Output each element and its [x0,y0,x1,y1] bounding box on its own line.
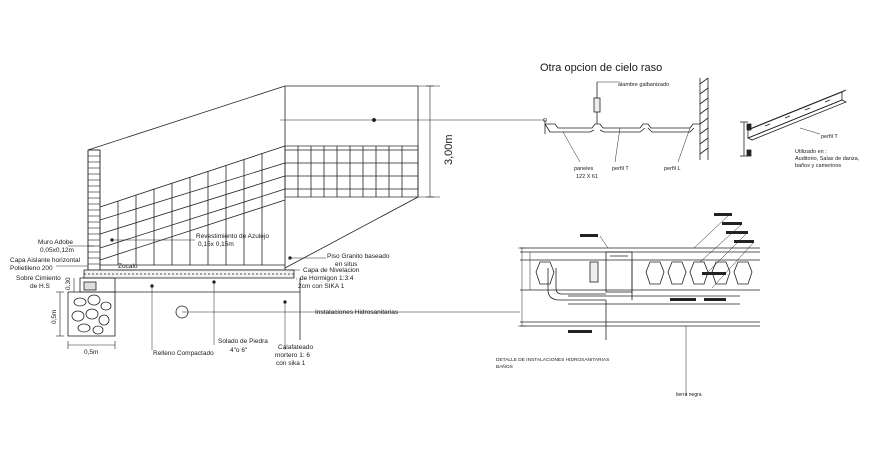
utilizado-3-label: baños y camerinos [795,163,841,169]
adobe-wall [87,149,101,271]
muro-dim-label: 0,05x0,12m [40,247,74,254]
piso-granito-2-label: en situs [335,261,358,268]
capa-nivelacion-2-label: de Hormigon 1:3:4 [300,275,354,282]
left-leaders [56,117,548,350]
hs-label: de H.S [30,283,51,290]
floor-section [67,269,400,340]
utilizado-label: Utilizado en : [795,149,827,155]
polietileno-label: Polietileno 200 [10,265,53,272]
sobre-cimiento-label: Sobre Cimiento [16,275,61,282]
instalaciones-label: Instalaciones Hidrosanitarias [315,309,399,316]
t-profile-3d [740,89,847,157]
zocalo-label: Zocalo [118,263,138,270]
hydro-section [400,213,760,395]
relleno-label: Relleno Compactado [153,350,214,357]
ceiling-title: Otra opcion de cielo raso [540,62,662,74]
solado-label: Solado de Piedra [218,338,268,345]
height-dimension-label: 3,00m [443,134,455,165]
dim-30-label: 0,30 [65,277,72,290]
dim-5m-vertical-label: 0,5m [51,310,58,324]
capa-nivelacion-label: Capa de Nivelacion [303,267,360,274]
tierra-negra-label: tierra negra [676,392,702,398]
capa-aislante-label: Capa Aislante horizontal [10,257,81,264]
revestimiento-dim-label: 0,15x 0,15m [198,241,234,248]
capa-nivelacion-3-label: 2cm con SIKA 1 [298,283,345,290]
hydro-caption: DETALLE DE INSTALACIONES HIDROSANITARIAS [496,357,609,363]
revestimiento-label: Revestimiento de Azulejo [196,233,269,240]
calafateado-2-label: mortero 1: 6 [275,352,310,359]
left-labels: 3,00m Muro Adobe 0,05x0,12m Capa Aislant… [10,134,455,367]
perfil-l-label: perfil L [664,166,681,172]
perfil-t-right-label: perfil T [821,134,838,140]
piso-granito-label: Piso Granito baseado [327,253,390,260]
dim-5m-horizontal-label: 0,5m [84,349,98,356]
paneles-label: paneles [574,166,594,172]
hydro-labels: DETALLE DE INSTALACIONES HIDROSANITARIAS… [496,357,702,398]
calafateado-label: Calafateado [278,344,313,351]
perfil-t-label: perfil T [612,166,629,172]
t-profile-labels: perfil T Utilizado en : Auditorio, Salas… [795,134,860,169]
hydro-caption-2: BAÑOS [496,363,513,370]
left-dimensions [56,85,440,349]
calafateado-3-label: con sika 1 [276,360,306,367]
utilizado-2-label: Auditorio, Salas de danza, [795,156,860,162]
ceiling-detail [544,77,709,163]
muro-adobe-label: Muro Adobe [38,239,73,246]
wall-floor-perspective [87,85,419,275]
alambre-label: alambre galbanizado [618,82,669,88]
hydro-label-bars [568,213,754,333]
solado-dim-label: 4"o 6" [230,347,248,354]
paneles-dim-label: 122 X 61 [576,174,598,180]
ceiling-labels: Otra opcion de cielo raso alambre galban… [540,62,681,180]
